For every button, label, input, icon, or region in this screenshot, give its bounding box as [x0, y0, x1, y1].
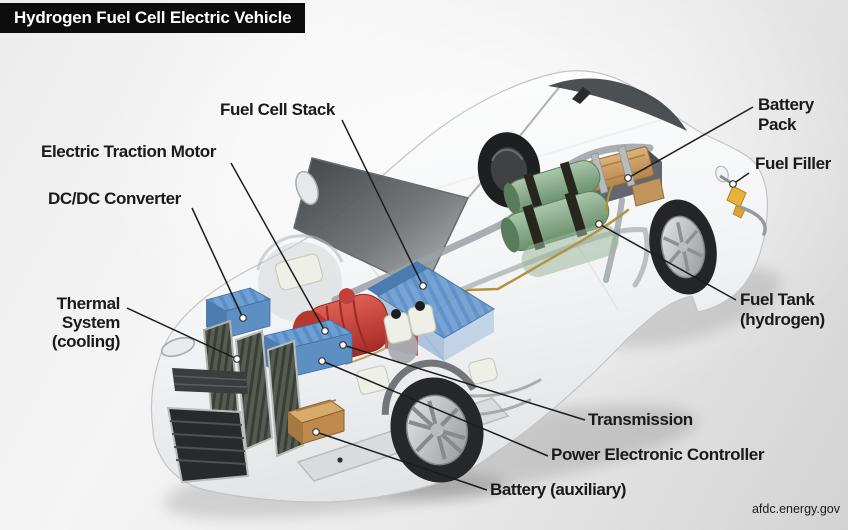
- source-attribution: afdc.energy.gov: [751, 502, 840, 516]
- leader-thermal-system: [126, 307, 238, 360]
- label-battery-auxiliary: Battery (auxiliary): [490, 480, 627, 499]
- battery-pack-module: [631, 177, 665, 207]
- label-thermal-system-line1: Thermal: [56, 294, 121, 313]
- label-dc-dc-converter: DC/DC Converter: [48, 189, 181, 208]
- label-fuel-tank: Fuel Tank (hydrogen): [740, 290, 825, 330]
- leader-fuel-cell-stack: [341, 119, 424, 287]
- side-mirror: [295, 170, 319, 206]
- fuel-filler-nozzle: [715, 165, 767, 236]
- leader-dots: [233, 174, 737, 436]
- label-thermal-system: Thermal System (cooling): [28, 294, 121, 351]
- diagram-title: Hydrogen Fuel Cell Electric Vehicle: [0, 3, 306, 33]
- front-right-wheel: [381, 359, 484, 483]
- leader-battery-auxiliary: [315, 431, 488, 491]
- label-fuel-filler: Fuel Filler: [755, 154, 831, 173]
- label-fuel-cell-stack: Fuel Cell Stack: [220, 100, 335, 119]
- coolant-reservoirs: [274, 253, 498, 395]
- battery-auxiliary-graphic: [286, 399, 346, 445]
- leader-power-electronic-controller: [321, 360, 549, 457]
- label-power-electronic-controller: Power Electronic Controller: [551, 445, 765, 464]
- fuel-tank-graphic: [500, 160, 619, 277]
- label-battery-pack: Battery Pack: [758, 95, 814, 135]
- headlight: [160, 337, 196, 357]
- label-battery-pack-line1: Battery: [758, 95, 814, 114]
- rear-right-wheel: [649, 199, 717, 295]
- label-fuel-tank-line1: Fuel Tank: [740, 290, 815, 309]
- front-grille: [166, 368, 250, 484]
- leader-electric-traction-motor: [230, 162, 326, 332]
- leader-battery-pack: [627, 106, 754, 179]
- leader-transmission: [342, 344, 586, 421]
- leader-fuel-tank: [598, 223, 737, 301]
- label-electric-traction-motor: Electric Traction Motor: [41, 142, 217, 161]
- leader-dc-dc-converter: [191, 207, 244, 319]
- antenna-fin-icon: [572, 87, 591, 104]
- label-transmission: Transmission: [588, 410, 693, 429]
- label-fuel-tank-line2: (hydrogen): [740, 310, 825, 329]
- label-battery-pack-line2: Pack: [758, 115, 797, 134]
- label-thermal-system-line3: (cooling): [51, 332, 121, 351]
- label-thermal-system-line2: System: [61, 313, 120, 332]
